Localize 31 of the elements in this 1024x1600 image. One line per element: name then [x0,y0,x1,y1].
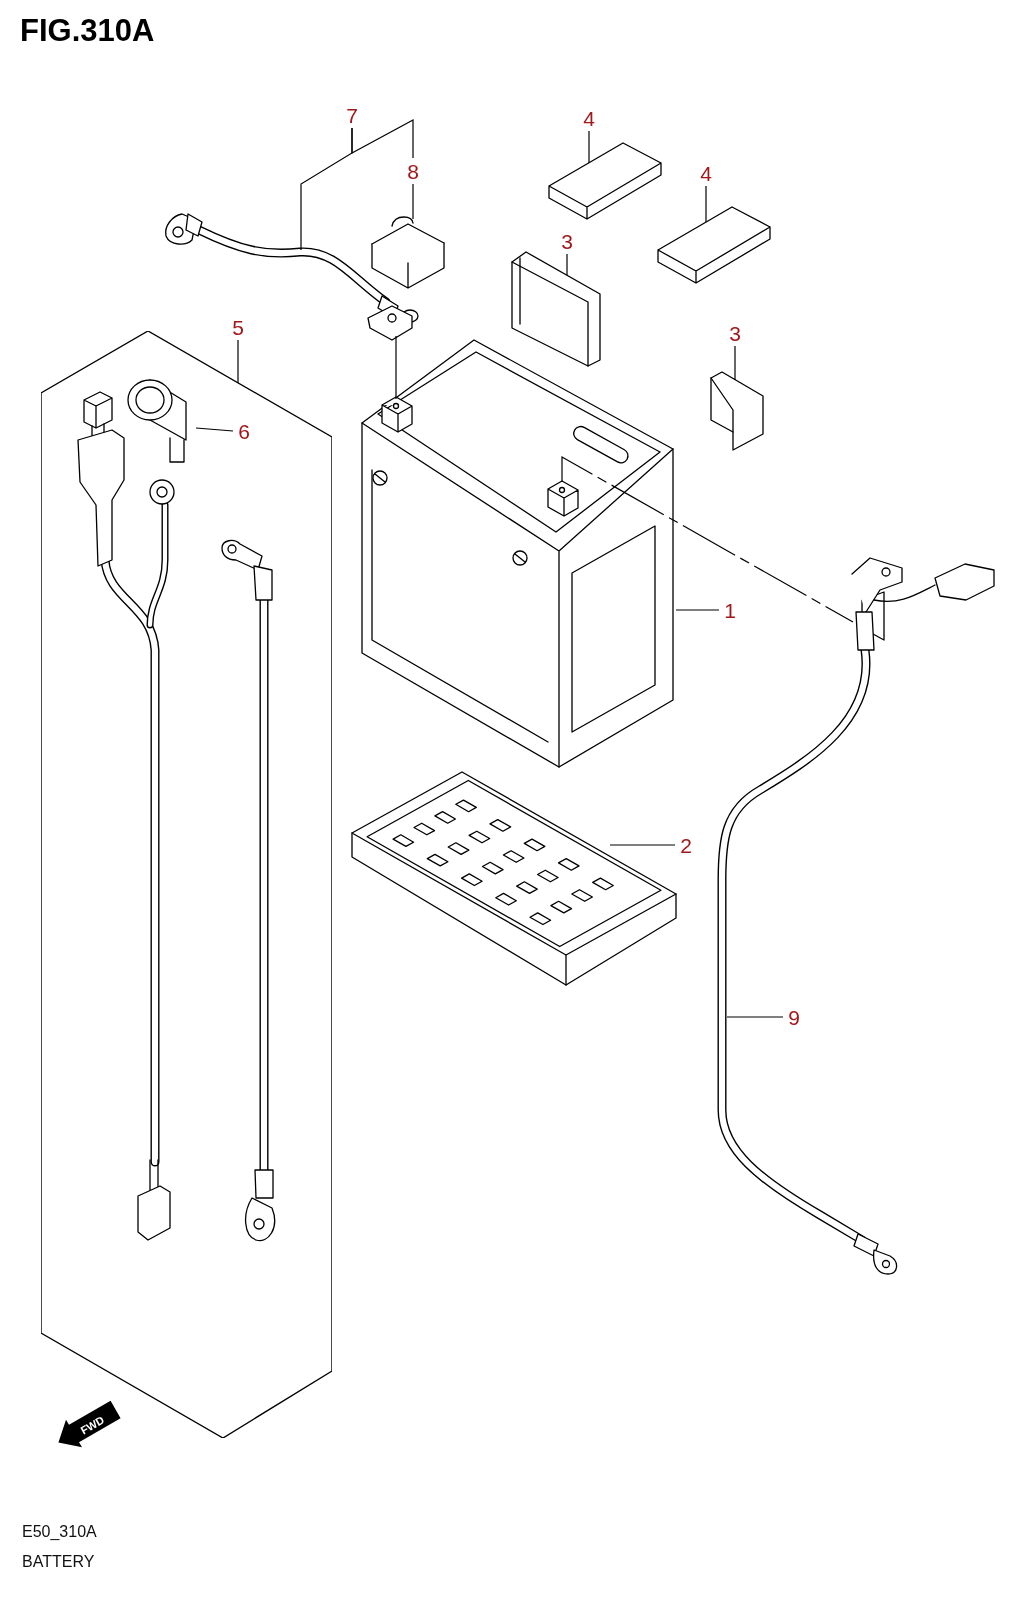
callout-number: 8 [402,158,424,184]
terminal-cover-drawing [369,215,447,290]
callout-number: 9 [783,1004,805,1030]
callout-number: 2 [675,832,697,858]
caption-text: BATTERY [22,1552,95,1572]
callout-number: 3 [556,228,578,254]
leader-line [675,609,720,611]
arrow-label: FWD [78,1414,107,1437]
leader-line [734,345,736,381]
leader-line [237,339,239,384]
assembly-line [561,455,854,623]
callout-number: 4 [578,105,600,131]
callout-number: 3 [724,320,746,346]
leader-line [351,119,414,159]
callout-number: 5 [227,314,249,340]
pad-drawing [547,141,663,221]
pad-drawing [656,205,772,285]
leader-line [705,185,707,223]
assembly-line [395,335,397,400]
callout-number: 6 [233,418,255,444]
caption-text: E50_310A [22,1522,97,1542]
callout-number: 4 [695,160,717,186]
leader-line [412,183,414,220]
callout-number: 1 [719,597,741,623]
leader-line [726,1016,784,1018]
leader-line [609,844,676,846]
leader-line [588,130,590,164]
leader-line [566,253,568,276]
leader-line [195,427,234,432]
callout-number: 7 [341,102,363,128]
figure-title: FIG.310A [20,14,155,49]
